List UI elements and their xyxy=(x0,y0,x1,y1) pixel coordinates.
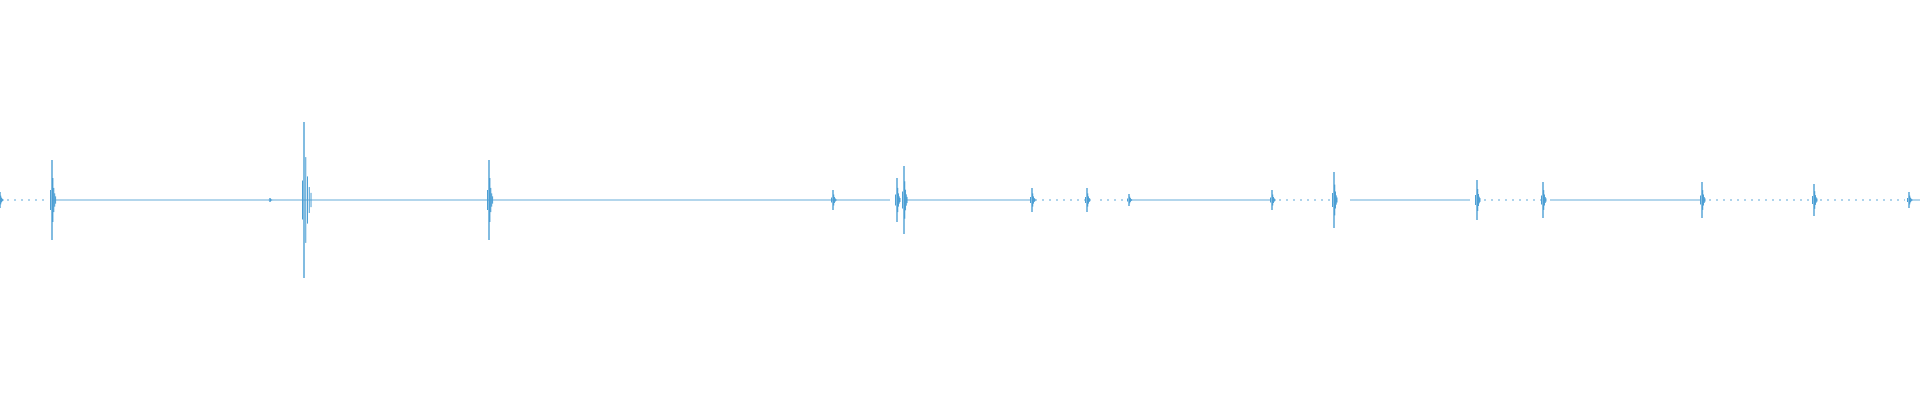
transient-spike xyxy=(1085,188,1091,212)
transients-layer xyxy=(0,122,1913,278)
transient-spike xyxy=(1700,182,1706,218)
transient-spike xyxy=(487,160,494,240)
transient-spike xyxy=(1127,194,1133,206)
transient-spike xyxy=(1332,172,1338,228)
transient-spike xyxy=(1475,180,1481,220)
transient-spike xyxy=(1030,188,1036,212)
transient-spike xyxy=(895,178,901,222)
transient-spike xyxy=(50,160,57,240)
transient-spike xyxy=(302,122,312,278)
transient-spike xyxy=(0,192,4,208)
transient-spike xyxy=(831,190,837,210)
transient-spike xyxy=(1541,182,1547,218)
transient-spike xyxy=(902,166,908,234)
transient-spike xyxy=(1812,184,1818,216)
transient-spike xyxy=(1907,192,1913,208)
transient-spike xyxy=(268,198,274,202)
transient-spike xyxy=(1270,190,1276,210)
